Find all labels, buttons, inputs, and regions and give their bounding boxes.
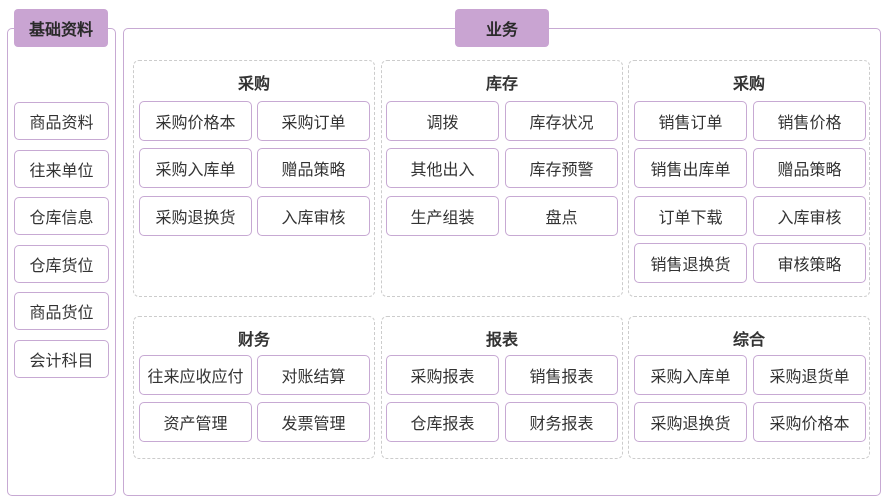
btn-general-purchase-return-note[interactable]: 采购退货单 — [753, 355, 866, 395]
btn-gift-policy[interactable]: 赠品策略 — [257, 148, 370, 188]
btn-receipt-review[interactable]: 入库审核 — [257, 196, 370, 236]
btn-general-purchase-receipt[interactable]: 采购入库单 — [634, 355, 747, 395]
btn-purchase-price-book[interactable]: 采购价格本 — [139, 101, 252, 141]
btn-stock-status[interactable]: 库存状况 — [505, 101, 618, 141]
btn-purchase-report[interactable]: 采购报表 — [386, 355, 499, 395]
btn-sales-report[interactable]: 销售报表 — [505, 355, 618, 395]
btn-gift-policy-sales[interactable]: 赠品策略 — [753, 148, 866, 188]
section-title: 库存 — [485, 74, 518, 93]
section-purchase: 采购 — [133, 60, 375, 297]
section-general: 综合 — [628, 316, 870, 459]
btn-purchase-receipt[interactable]: 采购入库单 — [139, 148, 252, 188]
btn-sales-delivery[interactable]: 销售出库单 — [634, 148, 747, 188]
section-title: 采购 — [732, 74, 765, 93]
btn-sales-order[interactable]: 销售订单 — [634, 101, 747, 141]
btn-purchase-return[interactable]: 采购退换货 — [139, 196, 252, 236]
business-tab[interactable]: 业务 — [455, 9, 549, 47]
btn-receivables-payables[interactable]: 往来应收应付 — [139, 355, 252, 395]
btn-invoice-management[interactable]: 发票管理 — [257, 402, 370, 442]
btn-transfer[interactable]: 调拨 — [386, 101, 499, 141]
section-title: 综合 — [732, 330, 765, 349]
btn-warehouse-report[interactable]: 仓库报表 — [386, 402, 499, 442]
section-inventory: 库存 — [381, 60, 623, 297]
btn-other-in-out[interactable]: 其他出入 — [386, 148, 499, 188]
btn-reconciliation[interactable]: 对账结算 — [257, 355, 370, 395]
btn-stocktake[interactable]: 盘点 — [505, 196, 618, 236]
btn-sales-return[interactable]: 销售退换货 — [634, 243, 747, 283]
btn-finance-report[interactable]: 财务报表 — [505, 402, 618, 442]
side-item-product-location[interactable]: 商品货位 — [14, 292, 109, 330]
btn-production-assembly[interactable]: 生产组装 — [386, 196, 499, 236]
side-item-accounting-subjects[interactable]: 会计科目 — [14, 340, 109, 378]
btn-purchase-order[interactable]: 采购订单 — [257, 101, 370, 141]
btn-receipt-review-sales[interactable]: 入库审核 — [753, 196, 866, 236]
side-item-warehouse-location[interactable]: 仓库货位 — [14, 245, 109, 283]
basic-data-tab[interactable]: 基础资料 — [14, 9, 108, 47]
section-finance: 财务 — [133, 316, 375, 459]
btn-general-purchase-exchange[interactable]: 采购退换货 — [634, 402, 747, 442]
btn-stock-alert[interactable]: 库存预警 — [505, 148, 618, 188]
btn-general-price-book[interactable]: 采购价格本 — [753, 402, 866, 442]
side-item-contacts[interactable]: 往来单位 — [14, 150, 109, 188]
side-item-product-info[interactable]: 商品资料 — [14, 102, 109, 140]
section-title: 报表 — [485, 330, 518, 349]
btn-sales-price[interactable]: 销售价格 — [753, 101, 866, 141]
btn-asset-management[interactable]: 资产管理 — [139, 402, 252, 442]
btn-review-policy[interactable]: 审核策略 — [753, 243, 866, 283]
section-reports: 报表 — [381, 316, 623, 459]
btn-order-download[interactable]: 订单下载 — [634, 196, 747, 236]
side-item-warehouse-info[interactable]: 仓库信息 — [14, 197, 109, 235]
section-sales: 采购 — [628, 60, 870, 297]
section-title: 财务 — [237, 330, 270, 349]
section-title: 采购 — [237, 74, 270, 93]
